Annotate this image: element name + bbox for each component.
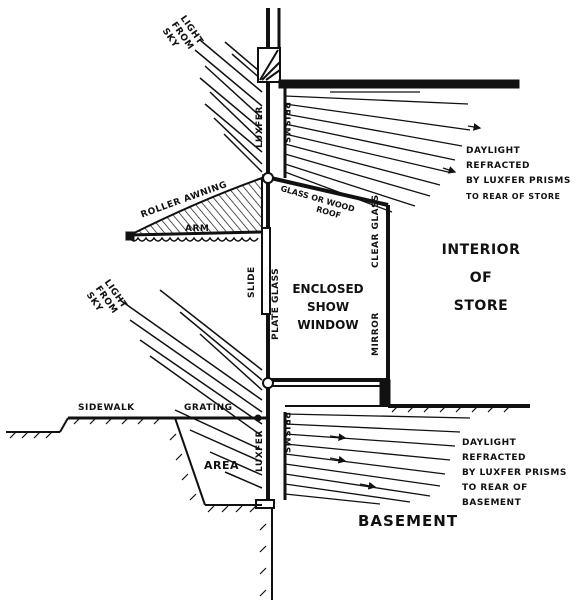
arm-label: ARM — [185, 224, 210, 234]
roller-awning — [125, 176, 263, 242]
mirror-label: MIRROR — [371, 312, 381, 356]
upper-sky-light-rays — [194, 39, 263, 173]
daylight-basement-line-5: BASEMENT — [462, 498, 522, 508]
enclosed-line-1: ENCLOSED — [292, 282, 364, 296]
area-label: AREA — [204, 459, 240, 472]
daylight-store-line-4: TO REAR OF STORE — [466, 192, 561, 201]
luxfer-upper-label: LUXFER — [255, 106, 265, 148]
grating-label: GRATING — [184, 403, 233, 413]
enclosed-line-2: SHOW — [306, 300, 350, 314]
prisms-lower-label: PRISMS — [281, 412, 291, 454]
luxfer-lower-label: LUXFER — [255, 430, 265, 472]
daylight-store-label: DAYLIGHT REFRACTED BY LUXFER PRISMS TO R… — [466, 144, 571, 204]
prisms-upper-label: PRISMS — [281, 102, 291, 144]
daylight-basement-line-3: BY LUXFER PRISMS — [462, 468, 567, 478]
daylight-store-line-2: REFRACTED — [466, 161, 530, 171]
interior-line-1: INTERIOR — [441, 242, 521, 258]
lower-sky-light-rays — [119, 289, 263, 489]
ground-and-area — [6, 405, 511, 597]
lower-refracted-rays — [284, 413, 471, 505]
enclosed-show-window-label: ENCLOSED SHOW WINDOW — [292, 280, 364, 334]
interior-line-3: STORE — [453, 298, 509, 314]
daylight-basement-line-2: REFRACTED — [462, 453, 526, 463]
daylight-basement-label: DAYLIGHT REFRACTED BY LUXFER PRISMS TO R… — [462, 436, 567, 511]
plate-glass-label: PLATE GLASS — [271, 267, 281, 340]
interior-of-store-label: INTERIOR OF STORE — [436, 236, 526, 320]
clear-glass-label: CLEAR GLASS — [371, 194, 381, 268]
daylight-store-line-1: DAYLIGHT — [466, 146, 521, 156]
slide-label: SLIDE — [247, 266, 257, 298]
sidewalk-label: SIDEWALK — [78, 403, 135, 413]
interior-line-2: OF — [469, 270, 493, 286]
enclosed-line-3: WINDOW — [297, 318, 359, 332]
building-wall — [255, 8, 530, 600]
daylight-basement-line-4: TO REAR OF — [462, 483, 528, 493]
daylight-store-line-3: BY LUXFER PRISMS — [466, 176, 571, 186]
basement-label: BASEMENT — [358, 512, 459, 530]
daylight-basement-line-1: DAYLIGHT — [462, 438, 517, 448]
